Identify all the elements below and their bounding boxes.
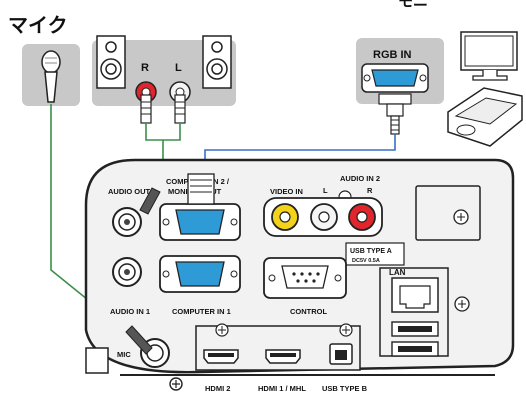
mic-jack [125,325,170,368]
video-in-label: VIDEO IN [270,187,303,196]
rca-input-jacks [263,197,383,237]
computer-in-1-label: COMPUTER IN 1 [172,307,231,316]
usb-type-a-spec-label: DC5V 0.5A [352,258,380,264]
right-cover-door [415,185,481,241]
right-screw-icon [454,296,470,312]
audio-out-plug [139,187,161,215]
projector-icon [447,87,523,147]
lan-usb-block [379,267,449,357]
audio-in-1-label: AUDIO IN 1 [110,307,150,316]
usb-a-label-box [345,242,405,266]
hdmi-1-mhl-label: HDMI 1 / MHL [258,384,306,393]
audio-in-2-label: AUDIO IN 2 [340,174,380,183]
audio-out-jack [112,207,142,237]
lan-label: LAN [389,268,406,277]
usb-type-b-label: USB TYPE B [322,384,368,393]
speakers-icon [92,35,236,106]
usb-type-a-label: USB TYPE A [350,248,392,255]
monitor-icon [460,31,518,81]
rgb-vga-plug [378,93,412,135]
computer-in-2-port [159,173,241,241]
mic-title: マイク [8,13,68,37]
rgb-in-label: RGB IN [373,49,412,61]
speaker-r-label: R [141,62,149,74]
mic-label: MIC [117,350,131,359]
microphone-icon [22,44,80,106]
usb-b-port [329,343,353,365]
hdmi-2-label: HDMI 2 [205,384,230,393]
audio-in-1-jack [112,257,142,287]
control-label: CONTROL [290,307,327,316]
hdmi-1-port [265,349,301,364]
audio-out-label: AUDIO OUT [108,187,151,196]
speaker-l-label: L [175,62,182,74]
rgb-in-box [356,38,444,104]
computer-in-1-port [159,255,241,293]
monitor-title-partial: モニ [398,0,428,10]
audio-in-2-r-label: R [367,186,373,195]
control-port [263,257,347,299]
hdmi-2-port [203,349,239,364]
audio-in-2-l-label: L [323,186,328,195]
